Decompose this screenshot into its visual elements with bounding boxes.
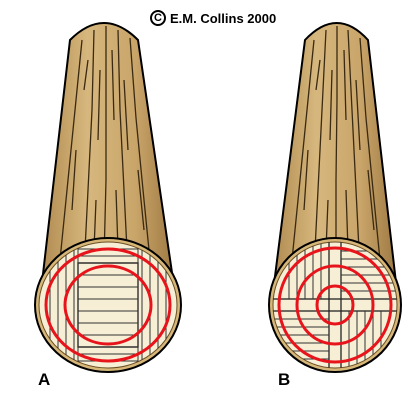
copyright-text: E.M. Collins 2000 (170, 11, 276, 26)
log-b-end-face (273, 242, 397, 368)
log-a-label: A (38, 370, 50, 390)
copyright-credit: C E.M. Collins 2000 (150, 10, 276, 26)
log-b (269, 23, 401, 372)
copyright-icon: C (150, 10, 166, 26)
log-a (35, 23, 181, 380)
log-b-label: B (278, 370, 290, 390)
log-a-end-face (39, 242, 177, 368)
